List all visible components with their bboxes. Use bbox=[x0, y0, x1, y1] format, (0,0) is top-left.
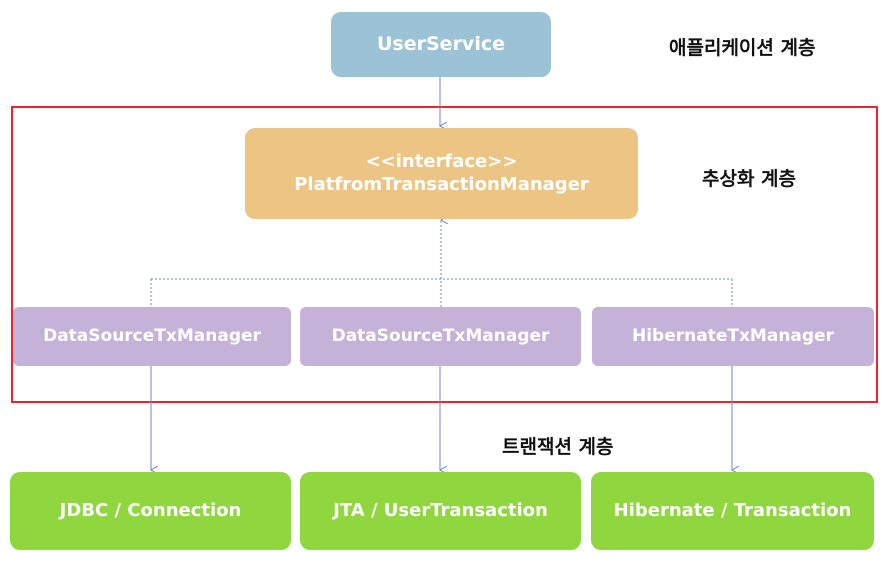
manager-box-hibernate: HibernateTxManager bbox=[592, 307, 874, 366]
application-layer-label: 애플리케이션 계층 bbox=[669, 37, 816, 59]
interface-stereotype: <<interface>> bbox=[365, 151, 518, 172]
interface-name: PlatfromTransactionManager bbox=[294, 173, 589, 195]
manager-label: DataSourceTxManager bbox=[43, 325, 261, 346]
userservice-box: UserService bbox=[331, 12, 551, 77]
userservice-label: UserService bbox=[377, 32, 505, 55]
manager-label: DataSourceTxManager bbox=[331, 325, 550, 346]
manager-box-datasource-2: DataSourceTxManager bbox=[300, 307, 581, 366]
technology-box-jta: JTA / UserTransaction bbox=[300, 472, 581, 550]
technology-label: JTA / UserTransaction bbox=[333, 499, 548, 521]
manager-box-datasource-1: DataSourceTxManager bbox=[13, 307, 291, 366]
technology-label: Hibernate / Transaction bbox=[613, 499, 852, 521]
abstraction-layer-frame bbox=[11, 106, 878, 403]
platform-transaction-manager-box: <<interface>> PlatfromTransactionManager bbox=[245, 128, 638, 219]
manager-label: HibernateTxManager bbox=[632, 325, 834, 346]
technology-box-hibernate: Hibernate / Transaction bbox=[591, 472, 874, 550]
technology-box-jdbc: JDBC / Connection bbox=[10, 472, 291, 550]
transaction-layer-label: 트랜잭션 계층 bbox=[502, 436, 614, 458]
abstraction-layer-label: 추상화 계층 bbox=[702, 168, 797, 190]
technology-label: JDBC / Connection bbox=[59, 499, 242, 521]
